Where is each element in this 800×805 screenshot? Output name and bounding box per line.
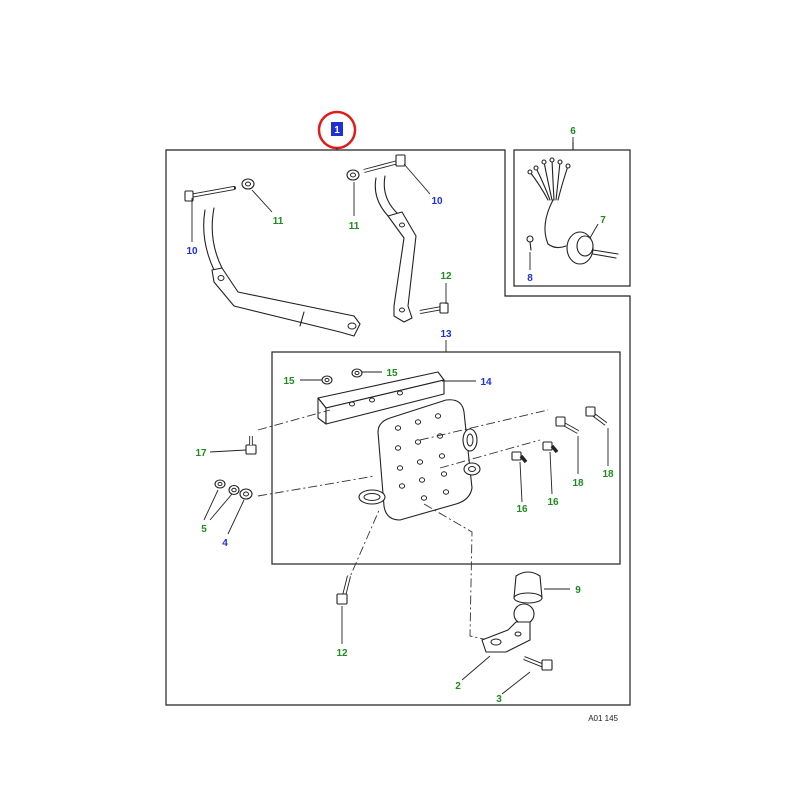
right-bolt	[363, 154, 406, 173]
callout-3[interactable]: 3	[496, 694, 502, 705]
left-strut-bracket	[203, 207, 361, 337]
callout-12-upper[interactable]: 12	[440, 271, 452, 282]
bolts-16	[511, 441, 559, 464]
tow-ball-bracket	[481, 603, 535, 653]
callout-6[interactable]: 6	[570, 126, 576, 137]
socket-screw	[526, 235, 534, 251]
leader-lines	[191, 137, 609, 695]
selected-callout-highlight	[331, 122, 343, 136]
inset-frame-wiring	[513, 149, 631, 287]
side-bolt	[419, 302, 449, 314]
callout-11-left[interactable]: 11	[273, 216, 284, 227]
washer-set-4-5	[214, 479, 253, 500]
plate-holes	[394, 413, 450, 501]
diagram-reference-code: A01 145	[588, 714, 618, 723]
bolts-18	[555, 406, 608, 434]
callout-2[interactable]: 2	[455, 681, 461, 692]
callout-5[interactable]: 5	[201, 524, 207, 535]
callout-16-right[interactable]: 16	[547, 497, 559, 508]
bolt-12-lower	[336, 575, 351, 605]
right-nut	[346, 169, 360, 181]
callout-1[interactable]: 1	[334, 125, 340, 136]
wiring-harness	[527, 141, 574, 249]
callout-13[interactable]: 13	[440, 329, 452, 340]
callout-15-left[interactable]: 15	[283, 376, 295, 387]
assembly-centre-lines	[257, 409, 549, 641]
angle-bracket	[317, 371, 445, 425]
tow-eye-ring-bottom	[358, 489, 386, 505]
callout-10-left[interactable]: 10	[186, 246, 198, 257]
callout-18-left[interactable]: 18	[572, 478, 584, 489]
callout-16-left[interactable]: 16	[516, 504, 528, 515]
main-frame	[165, 149, 631, 706]
tow-eye-ring-side	[462, 428, 481, 476]
callout-12-lower[interactable]: 12	[336, 648, 348, 659]
bolt-17	[245, 436, 257, 455]
callout-10-right[interactable]: 10	[431, 196, 443, 207]
callout-7[interactable]: 7	[600, 215, 606, 226]
trailer-socket	[566, 231, 619, 265]
tow-ball-cover	[513, 571, 543, 604]
nut-15-right	[351, 368, 363, 378]
callout-18-right[interactable]: 18	[602, 469, 614, 480]
callout-15-right[interactable]: 15	[386, 368, 398, 379]
mounting-plate	[358, 399, 481, 521]
left-bolt	[184, 186, 236, 202]
callout-4[interactable]: 4	[222, 538, 228, 549]
nut-15-left	[321, 375, 333, 385]
callout-17[interactable]: 17	[195, 448, 207, 459]
callout-9[interactable]: 9	[575, 585, 581, 596]
callout-14[interactable]: 14	[480, 377, 492, 388]
right-strut-bracket	[374, 175, 417, 323]
bolt-3	[523, 656, 553, 671]
left-nut	[241, 178, 255, 190]
callout-11-right[interactable]: 11	[349, 221, 360, 232]
callout-8[interactable]: 8	[527, 273, 533, 284]
